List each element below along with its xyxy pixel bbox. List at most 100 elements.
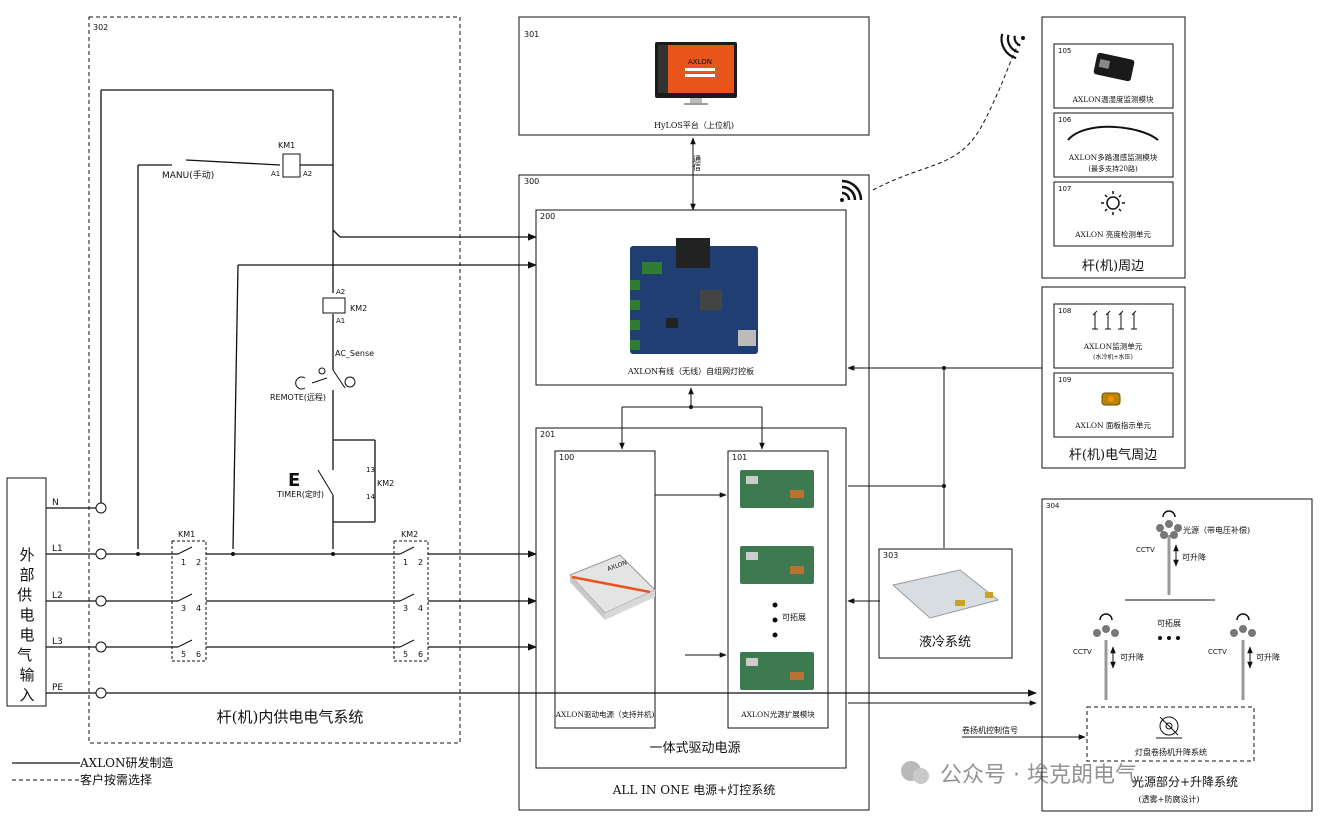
- line-l1-label: L1: [52, 544, 63, 554]
- monitor-image: AXLON: [655, 42, 737, 105]
- brightness-icon: [1101, 191, 1125, 215]
- winch-icon: [1156, 716, 1182, 739]
- lamp-pole-right: [1230, 613, 1256, 700]
- block-302-id: 302: [93, 23, 108, 32]
- block-301-id: 301: [524, 30, 539, 39]
- block-302: [88, 16, 461, 744]
- block-304-title: 光源部分+升降系统: [1132, 774, 1238, 789]
- svg-text:4: 4: [196, 604, 201, 613]
- svg-text:6: 6: [418, 650, 423, 659]
- timer-switch: E: [288, 469, 334, 496]
- svg-text:6: 6: [196, 650, 201, 659]
- timer-pin-14: 14: [366, 493, 375, 501]
- block-304-id: 304: [1046, 502, 1060, 510]
- svg-text:AXLON: AXLON: [688, 58, 712, 66]
- monitor-switches-icon: [1092, 310, 1137, 330]
- right-connections: [847, 365, 1042, 706]
- block-304: [1041, 498, 1313, 812]
- km1-pins: 1 2 3 4 5 6: [181, 558, 201, 659]
- svg-text:5: 5: [181, 650, 186, 659]
- block-106: [1053, 112, 1174, 178]
- block-301-title: HyLOS平台（上位机): [654, 120, 734, 130]
- block-107: [1053, 181, 1174, 247]
- km1-label: KM1: [178, 530, 195, 539]
- block-201-title: 一体式驱动电源: [649, 741, 740, 756]
- temp-probe-cable-image: [1067, 125, 1159, 141]
- svg-text:5: 5: [403, 650, 408, 659]
- driver-power-image: AXLON: [569, 554, 656, 620]
- svg-text:1: 1: [181, 558, 186, 567]
- manu-switch-label: MANU(手动): [162, 169, 214, 181]
- terminals: [95, 502, 107, 699]
- block-301: [518, 16, 870, 136]
- block-101-expand: 可拓展: [782, 612, 806, 622]
- external-input-box: [6, 477, 47, 707]
- block-106-title: AXLON多路温感监测模块: [1068, 152, 1158, 162]
- km2-a2: A2: [336, 288, 345, 296]
- junction-b: [942, 484, 946, 488]
- block-105: [1053, 43, 1174, 109]
- expand-label-304: 可拓展: [1157, 618, 1181, 628]
- winch-system-title: 灯盘卷扬机升降系统: [1135, 747, 1207, 757]
- block-101: [727, 450, 829, 729]
- block-108-note: (水冷机+水压): [1093, 353, 1133, 361]
- block-303: [878, 548, 1013, 659]
- expand-dots-304: [1158, 636, 1180, 640]
- power-lines: [46, 89, 1037, 697]
- block-100-id: 100: [559, 453, 574, 462]
- pole-electrical-peripherals-title: 杆(机)电气周边: [1069, 447, 1157, 463]
- controller-bus: [619, 387, 765, 450]
- block-303-id: 303: [883, 551, 898, 560]
- ac-sense-label: AC_Sense: [335, 349, 374, 358]
- km1-coil-label: KM1: [278, 141, 295, 150]
- pole-peripherals-title: 杆(机)周边: [1082, 259, 1144, 274]
- svg-text:2: 2: [196, 558, 201, 567]
- cctv-label-center: CCTV: [1136, 546, 1155, 554]
- block-109-title: AXLON 面板指示单元: [1074, 420, 1151, 430]
- km1-contactor: [171, 540, 207, 662]
- line-pe-label: PE: [52, 683, 63, 693]
- light-module-images: [740, 470, 814, 690]
- liquid-cooling-image: [891, 569, 1000, 619]
- wireless-icon: [840, 179, 863, 202]
- svg-text:4: 4: [418, 604, 423, 613]
- line-l2-label: L2: [52, 591, 63, 601]
- line-n-label: N: [52, 498, 59, 508]
- block-105-title: AXLON温湿度监测模块: [1072, 94, 1154, 104]
- line-l3-label: L3: [52, 637, 63, 647]
- block-101-id: 101: [732, 453, 747, 462]
- block-100-title: AXLON驱动电源（支持并机): [555, 709, 655, 719]
- bus-junction: [689, 405, 693, 409]
- svg-text:2: 2: [418, 558, 423, 567]
- block-106-note: (最多支持20路): [1088, 164, 1138, 173]
- timer-pin-13: 13: [366, 466, 375, 474]
- block-200-title: AXLON有线（无线）自组网灯控板: [627, 366, 754, 376]
- remote-label: REMOTE(远程): [270, 393, 326, 402]
- junction-a: [942, 366, 946, 370]
- controller-board-image: [630, 238, 758, 354]
- pole-peripherals: [1041, 16, 1186, 279]
- temp-humidity-sensor-image: [1093, 52, 1135, 82]
- km1-a2: A2: [303, 170, 312, 178]
- block-303-title: 液冷系统: [919, 635, 971, 650]
- timer-label: TIMER(定时): [276, 489, 324, 499]
- km2-coil: [322, 297, 346, 314]
- block-300-title: ALL IN ONE 电源+灯控系统: [612, 783, 775, 797]
- cctv-label-left: CCTV: [1073, 648, 1092, 656]
- svg-text:E: E: [288, 470, 300, 491]
- block-108-title: AXLON监测单元: [1083, 341, 1143, 351]
- wireless-icon-2: [1000, 33, 1025, 60]
- svg-text:3: 3: [403, 604, 408, 613]
- lamp-pole-left: [1093, 613, 1119, 700]
- svg-text:3: 3: [181, 604, 186, 613]
- km2-a1: A1: [336, 317, 345, 325]
- block-109-id: 109: [1058, 376, 1071, 384]
- block-106-id: 106: [1058, 116, 1072, 124]
- cctv-label-right: CCTV: [1208, 648, 1227, 656]
- legend-solid-label: AXLON研发制造: [79, 755, 174, 770]
- winch-system-box: [1086, 706, 1255, 762]
- lift-label-left: 可升降: [1120, 652, 1144, 662]
- km1-contacts: [177, 546, 193, 648]
